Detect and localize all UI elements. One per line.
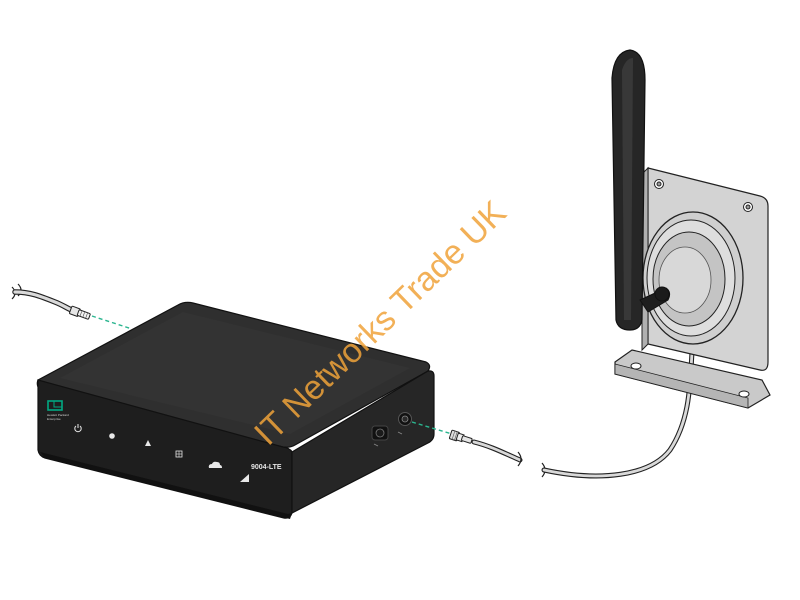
side-ports xyxy=(371,412,412,447)
signal-bars-icon xyxy=(240,474,249,482)
ethernet-cable xyxy=(11,283,133,330)
bracket-screw-hole xyxy=(738,390,750,398)
brand-logo: Hewlett Packard Enterprise xyxy=(47,400,69,421)
power-icon xyxy=(74,424,82,433)
bracket-screw-hole xyxy=(630,362,642,370)
front-indicators xyxy=(74,424,249,482)
plate-screws xyxy=(654,179,753,212)
cloud-icon xyxy=(208,461,222,468)
brand-line-1: Hewlett Packard xyxy=(47,413,69,417)
router-device: Hewlett Packard Enterprise xyxy=(36,301,435,519)
device-side xyxy=(291,370,435,514)
antenna-base xyxy=(642,211,744,345)
antenna-port xyxy=(397,412,412,435)
connection-line xyxy=(91,315,133,330)
brand-line-2: Enterprise xyxy=(47,417,61,421)
antenna-assembly xyxy=(611,49,771,409)
triangle-up-icon xyxy=(145,440,151,446)
cable-break-mark xyxy=(517,451,522,467)
lte-icon xyxy=(175,450,183,458)
model-label: 9004-LTE xyxy=(251,464,282,471)
sma-connector xyxy=(448,429,473,444)
rj45-plug xyxy=(69,305,91,320)
antenna-whip xyxy=(611,49,671,331)
status-dot-icon xyxy=(109,433,115,439)
